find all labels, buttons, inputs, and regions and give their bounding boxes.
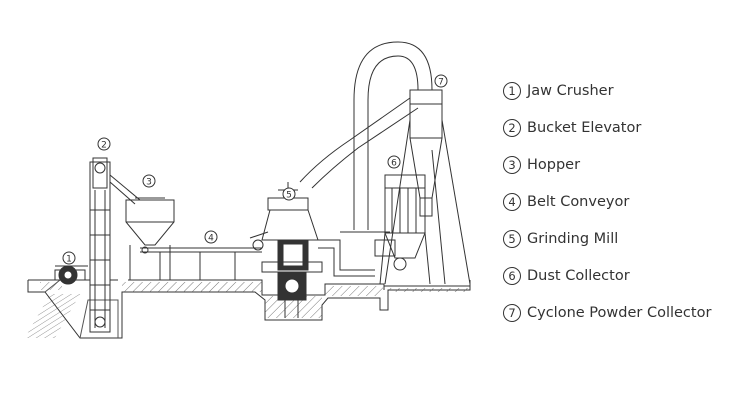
callouts: 1 2 3 4 5 6 7 bbox=[62, 74, 448, 265]
bucket-elevator bbox=[89, 157, 141, 333]
legend-label: Jaw Crusher bbox=[527, 82, 614, 99]
belt-conveyor bbox=[140, 231, 269, 280]
hopper bbox=[125, 197, 175, 280]
legend-number: 1 bbox=[503, 81, 521, 100]
legend-number: 5 bbox=[503, 229, 521, 248]
legend-item-hopper: 3 Hopper bbox=[503, 146, 743, 183]
svg-text:4: 4 bbox=[208, 234, 214, 244]
equipment-lines bbox=[24, 41, 471, 339]
jaw-crusher bbox=[54, 265, 88, 285]
legend-number: 3 bbox=[503, 155, 521, 174]
callout-1: 1 bbox=[62, 251, 76, 265]
callout-2: 2 bbox=[97, 137, 111, 151]
legend-number: 4 bbox=[503, 192, 521, 211]
legend-label: Cyclone Powder Collector bbox=[527, 304, 712, 321]
callout-7: 7 bbox=[434, 74, 448, 88]
callout-5: 5 bbox=[282, 187, 296, 201]
legend-label: Belt Conveyor bbox=[527, 193, 630, 210]
legend-item-cyclone-powder-collector: 7 Cyclone Powder Collector bbox=[503, 294, 743, 331]
svg-text:7: 7 bbox=[438, 78, 444, 88]
svg-text:3: 3 bbox=[146, 178, 152, 188]
svg-text:5: 5 bbox=[286, 191, 292, 201]
legend-item-jaw-crusher: 1 Jaw Crusher bbox=[503, 72, 743, 109]
grinding-mill bbox=[261, 182, 323, 318]
legend-item-dust-collector: 6 Dust Collector bbox=[503, 257, 743, 294]
callout-3: 3 bbox=[142, 174, 156, 188]
legend-item-grinding-mill: 5 Grinding Mill bbox=[503, 220, 743, 257]
duct-piping bbox=[299, 41, 433, 277]
legend-item-bucket-elevator: 2 Bucket Elevator bbox=[503, 109, 743, 146]
svg-text:2: 2 bbox=[101, 141, 107, 151]
svg-text:6: 6 bbox=[391, 159, 397, 169]
ground-foundation bbox=[24, 279, 471, 339]
legend-label: Hopper bbox=[527, 156, 581, 173]
cyclone-powder-collector bbox=[384, 89, 471, 285]
legend-item-belt-conveyor: 4 Belt Conveyor bbox=[503, 183, 743, 220]
callout-4: 4 bbox=[204, 230, 218, 244]
legend-label: Bucket Elevator bbox=[527, 119, 642, 136]
svg-text:1: 1 bbox=[66, 255, 72, 265]
legend: 1 Jaw Crusher 2 Bucket Elevator 3 Hopper… bbox=[503, 72, 743, 331]
legend-number: 6 bbox=[503, 266, 521, 285]
legend-number: 2 bbox=[503, 118, 521, 137]
legend-number: 7 bbox=[503, 303, 521, 322]
legend-label: Grinding Mill bbox=[527, 230, 619, 247]
legend-label: Dust Collector bbox=[527, 267, 630, 284]
callout-6: 6 bbox=[387, 155, 401, 169]
